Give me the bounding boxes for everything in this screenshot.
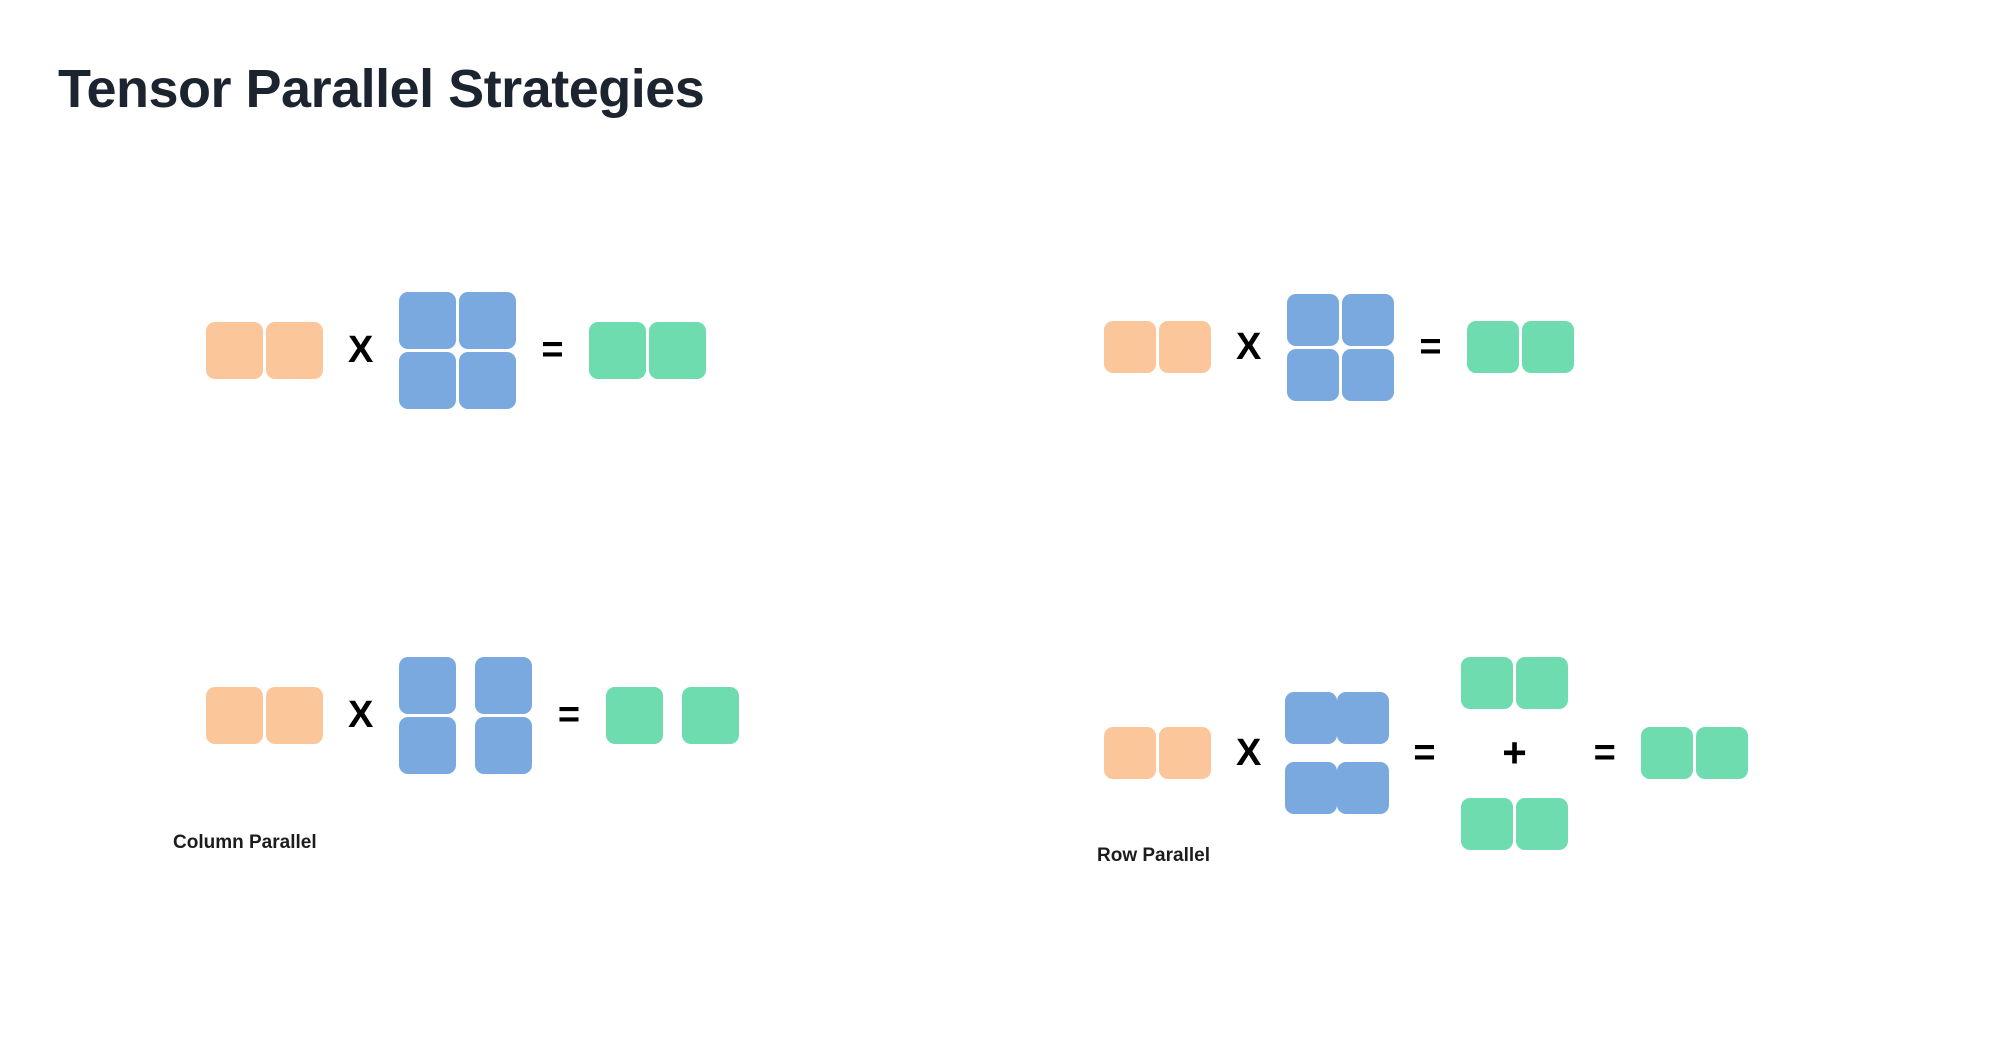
matrix-cell-green (589, 321, 647, 379)
final-output-matrix-green (1640, 726, 1750, 781)
matrix-cell-blue (1285, 762, 1338, 814)
equals-operator-final: = (1593, 732, 1616, 774)
weight-matrix-blue-column-sharded (397, 655, 534, 775)
diagram-row-parallel-reference: X = (1102, 292, 1576, 402)
partial-output-matrix-green-top (1460, 655, 1570, 710)
caption-row-parallel: Row Parallel (1097, 845, 1210, 866)
matrix-cell-blue (1341, 293, 1394, 346)
matrix-cell-green (1641, 727, 1694, 779)
multiply-operator: X (1236, 732, 1262, 774)
output-matrix-green-column-sharded (604, 685, 741, 745)
matrix-row (1460, 796, 1570, 851)
matrix-row (1102, 726, 1212, 781)
matrix-row (397, 715, 534, 775)
matrix-row (204, 685, 324, 745)
matrix-cell-green (649, 321, 707, 379)
caption-column-parallel: Column Parallel (173, 832, 317, 853)
matrix-cell-green (1467, 321, 1520, 373)
matrix-cell-orange (1158, 727, 1211, 779)
matrix-row (397, 290, 517, 350)
matrix-row (1285, 762, 1390, 814)
matrix-cell-blue (1337, 692, 1390, 744)
matrix-cell-orange (1103, 321, 1156, 373)
matrix-cell-orange (265, 686, 323, 744)
matrix-cell-blue (475, 716, 533, 774)
matrix-row (1466, 320, 1576, 375)
matrix-row (604, 685, 741, 745)
weight-matrix-blue (1285, 292, 1395, 402)
matrix-cell-blue (458, 351, 516, 409)
partial-sum-group: + (1460, 655, 1570, 851)
partial-output-matrix-green-bottom (1460, 796, 1570, 851)
matrix-cell-green (1696, 727, 1749, 779)
matrix-row (397, 350, 517, 410)
input-matrix-orange (204, 320, 324, 380)
matrix-cell-blue (1337, 762, 1390, 814)
multiply-operator: X (348, 329, 374, 371)
input-matrix-orange (204, 685, 324, 745)
matrix-cell-orange (205, 321, 263, 379)
matrix-row (1640, 726, 1750, 781)
matrix-cell-green (1516, 656, 1569, 709)
matrix-row (1460, 655, 1570, 710)
matrix-cell-blue (1285, 692, 1338, 744)
matrix-cell-blue (398, 351, 456, 409)
matrix-cell-orange (1158, 321, 1211, 373)
matrix-row (204, 320, 324, 380)
matrix-cell-green (682, 686, 740, 744)
equals-operator: = (1419, 326, 1442, 368)
page-title: Tensor Parallel Strategies (58, 59, 705, 119)
multiply-operator: X (348, 694, 374, 736)
matrix-cell-blue (1286, 348, 1339, 401)
input-matrix-orange (1102, 726, 1212, 781)
matrix-cell-green (1461, 797, 1514, 850)
matrix-row (397, 655, 534, 715)
diagram-column-parallel: X = (204, 655, 741, 775)
weight-matrix-blue (397, 290, 517, 410)
matrix-cell-green (1516, 797, 1569, 850)
diagram-column-parallel-reference: X = (204, 290, 708, 410)
matrix-cell-blue (398, 716, 456, 774)
matrix-cell-orange (205, 686, 263, 744)
matrix-cell-blue (398, 291, 456, 349)
matrix-row (1285, 347, 1395, 402)
matrix-cell-green (1522, 321, 1575, 373)
matrix-row (1102, 320, 1212, 375)
matrix-cell-green (605, 686, 663, 744)
input-matrix-orange (1102, 320, 1212, 375)
matrix-cell-blue (398, 656, 456, 714)
diagram-row-parallel: X = + = (1102, 655, 1750, 851)
matrix-cell-orange (265, 321, 323, 379)
equals-operator: = (1413, 732, 1436, 774)
weight-matrix-blue-row-sharded (1285, 692, 1390, 814)
matrix-row (1285, 292, 1395, 347)
matrix-cell-blue (1341, 348, 1394, 401)
matrix-cell-blue (475, 656, 533, 714)
output-matrix-green (588, 320, 708, 380)
matrix-cell-blue (1286, 293, 1339, 346)
matrix-cell-orange (1103, 727, 1156, 779)
plus-operator: + (1502, 729, 1527, 776)
matrix-cell-green (1461, 656, 1514, 709)
matrix-row (1285, 692, 1390, 744)
equals-operator: = (541, 329, 564, 371)
multiply-operator: X (1236, 326, 1262, 368)
matrix-row (588, 320, 708, 380)
output-matrix-green (1466, 320, 1576, 375)
equals-operator: = (557, 694, 581, 736)
matrix-cell-blue (458, 291, 516, 349)
